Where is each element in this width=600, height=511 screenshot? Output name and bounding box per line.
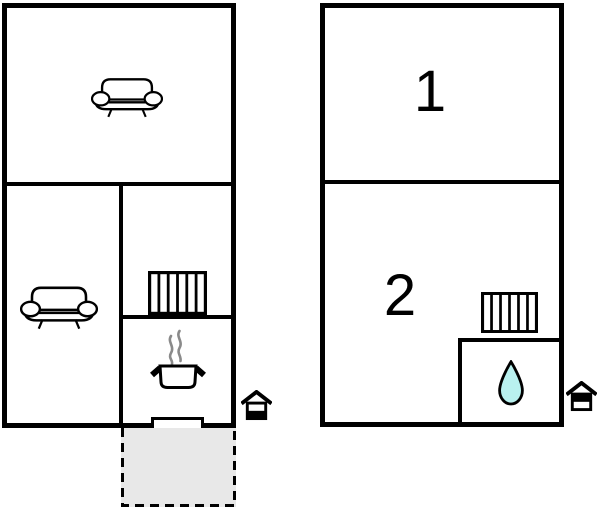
sofa-icon [91, 73, 163, 119]
steam-icon [168, 334, 174, 366]
house-upper-floor-icon [565, 380, 598, 412]
house-ground-floor-icon [240, 389, 273, 421]
bathroom-wall-vertical [458, 338, 462, 422]
interior-wall-horizontal-lower [119, 315, 231, 319]
terrace [121, 428, 236, 507]
water-drop-icon [496, 360, 526, 406]
radiator-icon [481, 292, 538, 333]
steam-icon [177, 329, 182, 363]
ground-floor-plan [2, 3, 236, 433]
interior-wall-vertical [119, 182, 123, 423]
radiator-icon [148, 271, 207, 315]
upper-floor-plan: 1 2 [320, 3, 564, 427]
sofa-icon [20, 281, 98, 331]
bathroom-wall-horizontal [458, 338, 559, 342]
room-1-label: 1 [413, 59, 447, 124]
room-2-label: 2 [383, 263, 417, 328]
interior-wall-horizontal [325, 180, 559, 184]
cooking-pot-icon [150, 328, 206, 390]
